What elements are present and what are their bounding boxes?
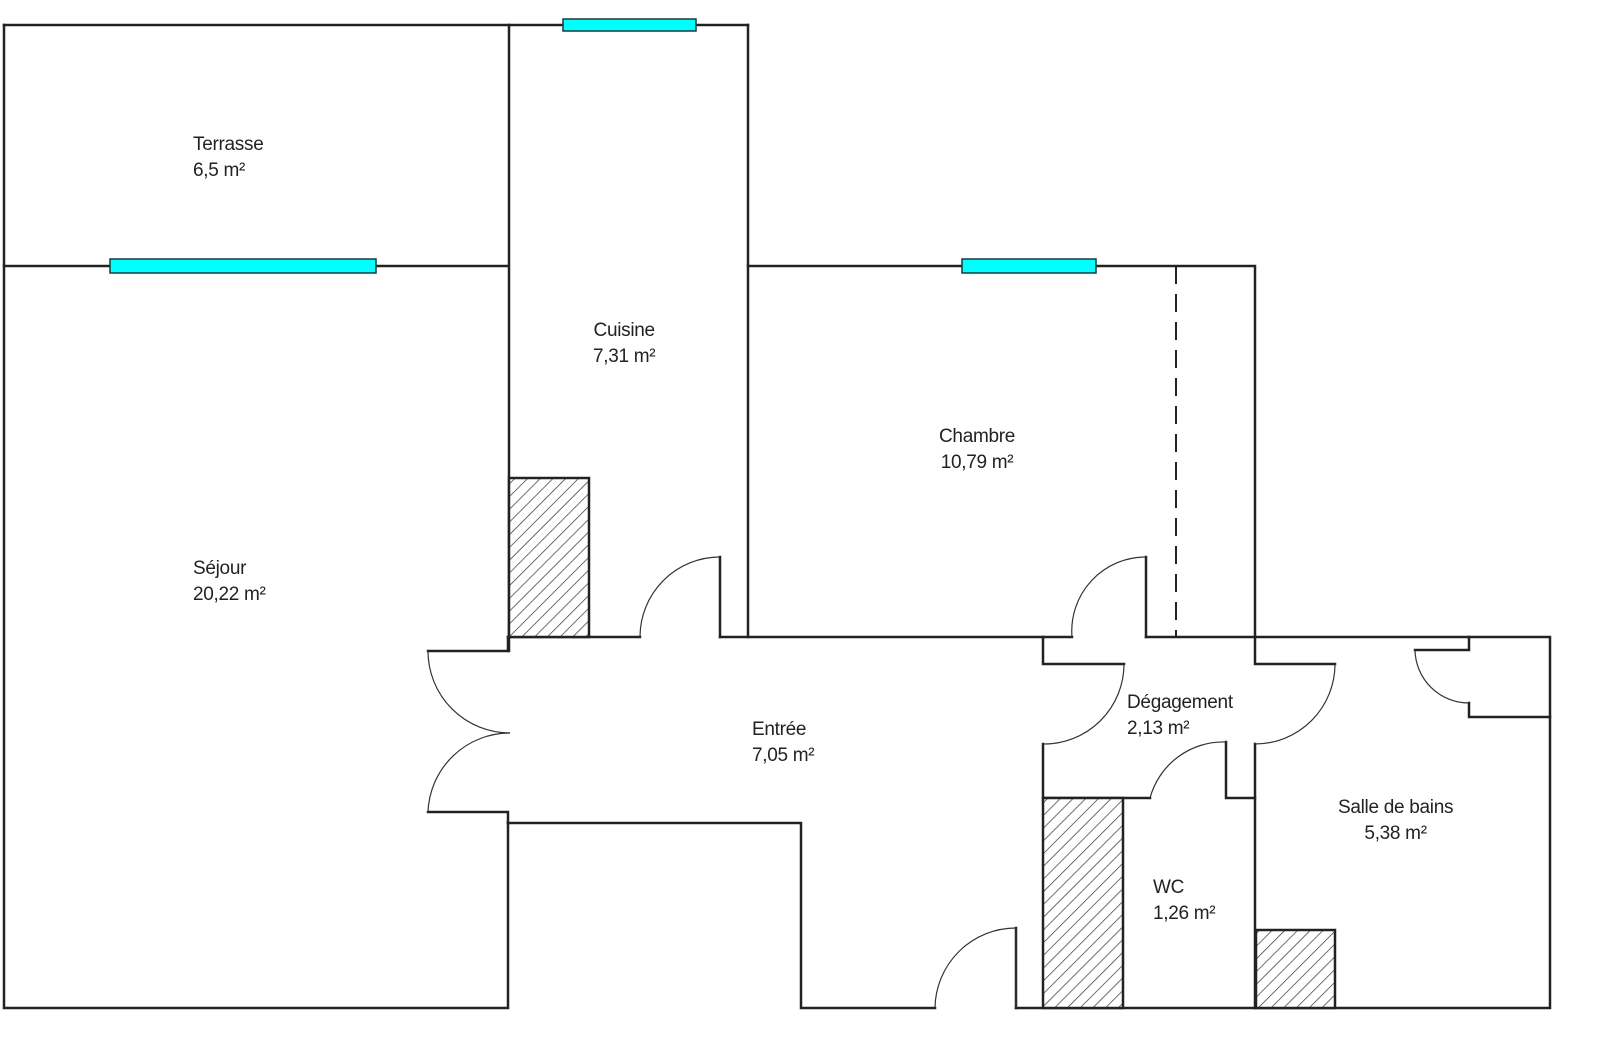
door-swing-icon <box>934 927 1017 1009</box>
windows <box>109 18 1097 274</box>
door-swing-icon <box>639 556 721 638</box>
room-name: Séjour <box>193 558 247 579</box>
room-area: 10,79 m² <box>940 452 1014 473</box>
room-label-terrasse: Terrasse 6,5 m² <box>193 132 264 184</box>
room-name: Terrasse <box>193 134 264 155</box>
room-name: WC <box>1153 877 1185 898</box>
room-label-wc: WC 1,26 m² <box>1153 875 1216 927</box>
window-icon <box>109 258 377 274</box>
room-label-salle-de-bains: Salle de bains 5,38 m² <box>1338 795 1453 847</box>
door-swing-icon <box>1071 556 1147 638</box>
room-area: 2,13 m² <box>1127 718 1190 739</box>
door-swing-icon <box>1254 663 1336 745</box>
door-swing-icon <box>427 650 511 734</box>
room-label-chambre: Chambre 10,79 m² <box>939 424 1015 476</box>
room-area: 20,22 m² <box>193 584 266 605</box>
ducts <box>507 476 1337 1010</box>
room-name: Salle de bains <box>1338 797 1454 818</box>
room-area: 1,26 m² <box>1153 903 1216 924</box>
room-label-sejour: Séjour 20,22 m² <box>193 556 266 608</box>
room-label-cuisine: Cuisine 7,31 m² <box>593 318 656 370</box>
room-area: 5,38 m² <box>1364 823 1427 844</box>
room-name: Cuisine <box>593 320 656 341</box>
room-area: 6,5 m² <box>193 160 246 181</box>
door-swing-icon <box>427 732 511 813</box>
room-label-entree: Entrée 7,05 m² <box>752 717 815 769</box>
room-area: 7,05 m² <box>752 745 815 766</box>
hatched-duct-icon <box>1254 928 1337 1010</box>
room-name: Dégagement <box>1127 692 1233 713</box>
room-area: 7,31 m² <box>593 346 656 367</box>
room-name: Entrée <box>752 719 807 740</box>
hatched-duct-icon <box>507 476 591 639</box>
window-icon <box>961 258 1097 274</box>
window-icon <box>562 18 697 32</box>
door-swing-icon <box>1042 663 1125 745</box>
room-name: Chambre <box>939 426 1016 447</box>
room-label-degagement: Dégagement 2,13 m² <box>1127 690 1233 742</box>
hatched-duct-icon <box>1041 796 1125 1010</box>
door-swing-icon <box>1414 649 1470 704</box>
door-swing-icon <box>1149 741 1227 799</box>
doors <box>427 556 1470 1009</box>
